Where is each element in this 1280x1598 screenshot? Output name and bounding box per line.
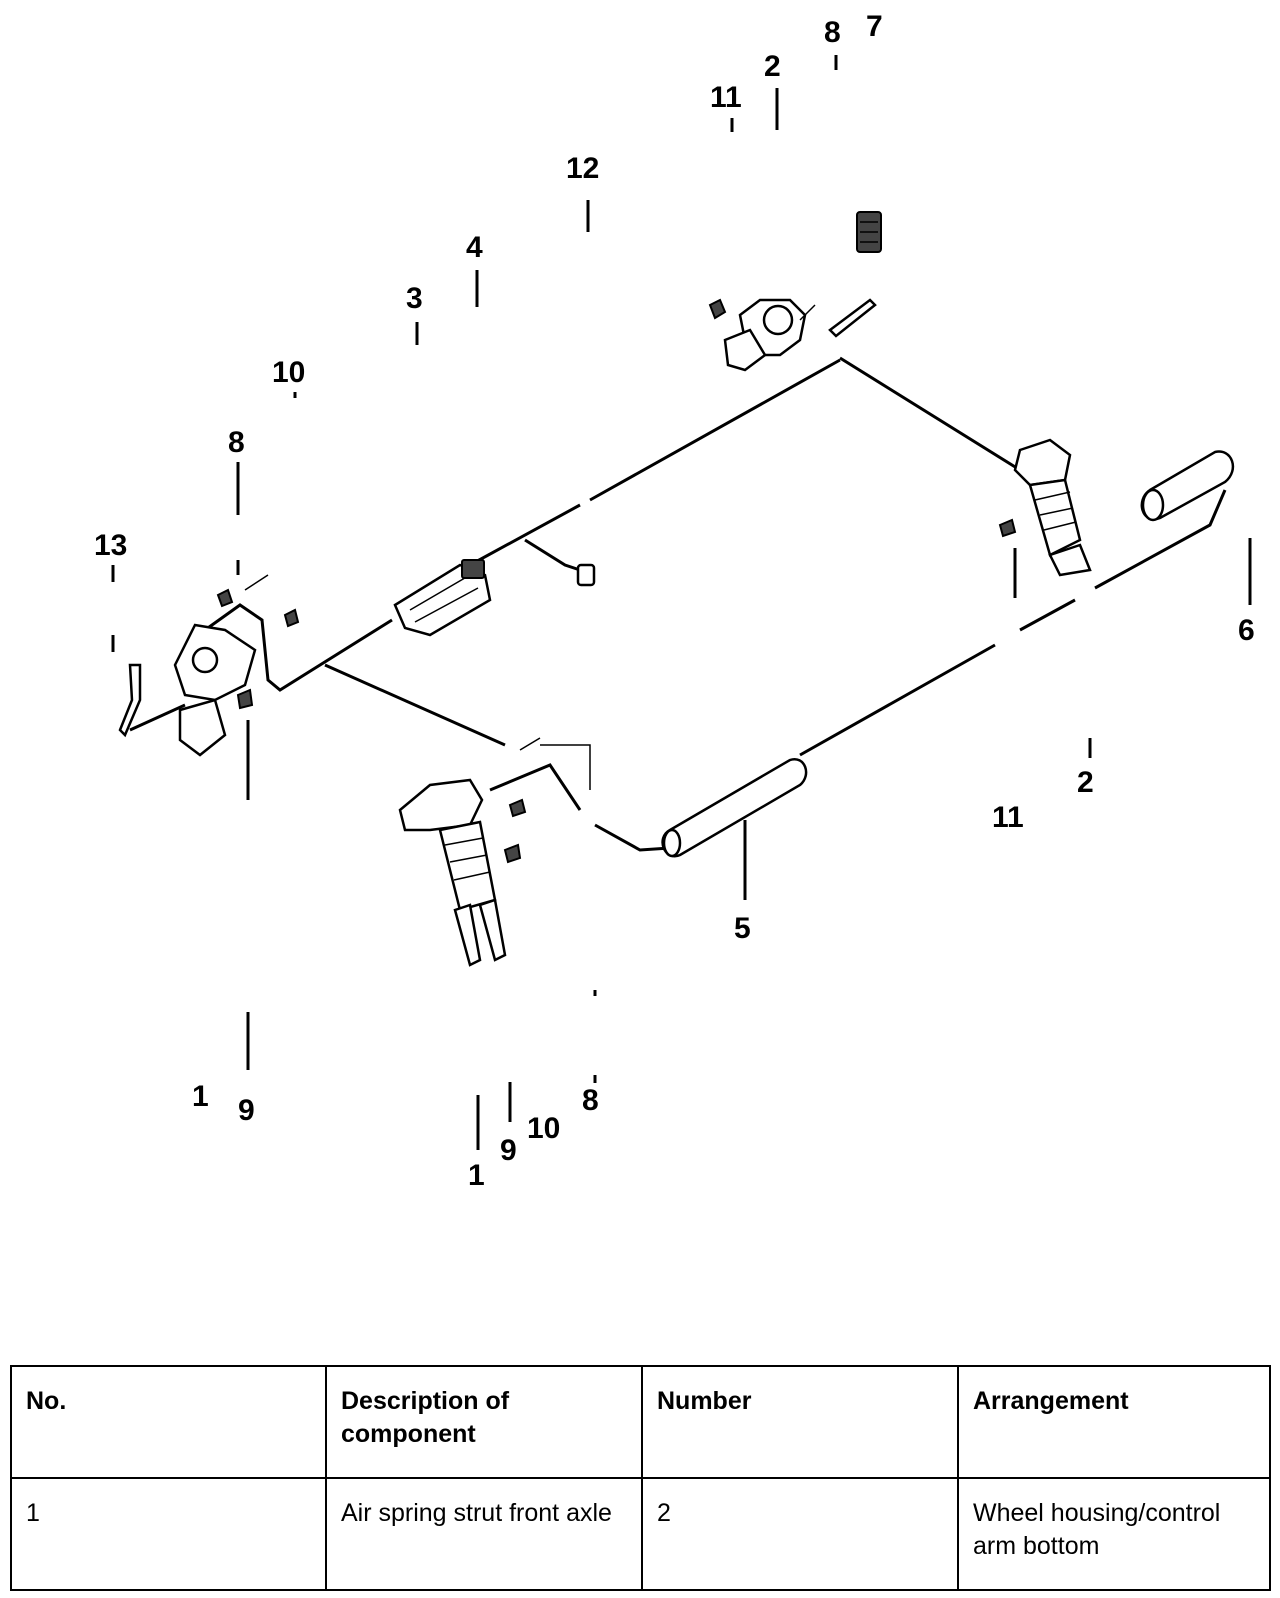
callout-9-bottom: 9 <box>500 1134 517 1167</box>
header-no: No. <box>10 1365 327 1479</box>
callout-5: 5 <box>734 912 751 945</box>
header-description: Description of component <box>325 1365 643 1479</box>
callout-6: 6 <box>1238 614 1255 647</box>
component-table: No. Description of component Number Arra… <box>10 1365 1271 1591</box>
rear-air-strut <box>1013 438 1092 577</box>
bracket-line-front <box>540 744 591 790</box>
callout-9-left: 9 <box>238 1094 255 1127</box>
callout-2-top: 2 <box>764 50 781 83</box>
air-suspension-exploded-diagram: 8 7 2 11 12 4 3 10 8 13 6 2 11 5 1 9 8 1… <box>94 10 1255 1192</box>
fasteners <box>244 518 1017 751</box>
compressor-unit <box>708 298 877 372</box>
relay-block <box>856 211 882 253</box>
pipe-reservoir-to-right-a <box>799 643 996 757</box>
callout-11-top: 11 <box>710 81 742 114</box>
table-header-row: No. Description of component Number Arra… <box>10 1365 1271 1479</box>
callout-1-left: 1 <box>192 1080 209 1113</box>
air-lines <box>129 356 1227 852</box>
cell-no: 1 <box>10 1477 327 1591</box>
header-number: Number <box>641 1365 959 1479</box>
pipe-main-upper-b <box>469 503 581 567</box>
callout-8-top: 8 <box>824 16 841 49</box>
pipe-rear-diagonal <box>839 356 1021 472</box>
cell-arrangement: Wheel housing/control arm bottom <box>957 1477 1271 1591</box>
pipe-left-lower <box>129 703 186 732</box>
callout-10-bottom: 10 <box>527 1112 560 1145</box>
callout-12: 12 <box>566 152 599 185</box>
callout-1-bottom: 1 <box>468 1159 485 1192</box>
pipe-reservoir-lower <box>594 823 671 852</box>
pipe-reservoir-to-right-c <box>1094 489 1227 590</box>
callout-4: 4 <box>466 231 483 264</box>
leader-lines <box>111 55 1252 1150</box>
cell-description: Air spring strut front axle <box>325 1477 643 1591</box>
pressure-reservoir-main <box>661 757 808 858</box>
pipe-front-to-reservoir <box>489 763 582 811</box>
solenoid-valve-block <box>393 559 492 637</box>
header-arrangement: Arrangement <box>957 1365 1271 1479</box>
callout-8-left: 8 <box>228 426 245 459</box>
callout-3: 3 <box>406 282 423 315</box>
pipe-junction-to-front-right <box>324 663 506 747</box>
front-left-strut-mount <box>118 588 257 757</box>
callout-13: 13 <box>94 529 127 562</box>
pipe-reservoir-to-right-b <box>1019 598 1076 632</box>
pipe-main-upper-a <box>589 358 841 502</box>
callout-8-bottom: 8 <box>582 1084 599 1117</box>
pipe-branch-connector <box>524 538 581 572</box>
pressure-reservoir-rear <box>1140 450 1235 522</box>
front-air-strut <box>398 778 527 967</box>
pipe-valve-to-junction <box>204 603 393 692</box>
callout-labels: 8 7 2 11 12 4 3 10 8 13 6 2 11 5 1 9 8 1… <box>94 10 1255 1192</box>
connector-plug <box>576 563 596 587</box>
cell-number: 2 <box>641 1477 959 1591</box>
callout-11-right: 11 <box>992 801 1024 834</box>
callout-10-left: 10 <box>272 356 305 389</box>
table-row: 1 Air spring strut front axle 2 Wheel ho… <box>10 1477 1271 1591</box>
callout-2-right: 2 <box>1077 766 1094 799</box>
callout-7-top: 7 <box>866 10 883 43</box>
